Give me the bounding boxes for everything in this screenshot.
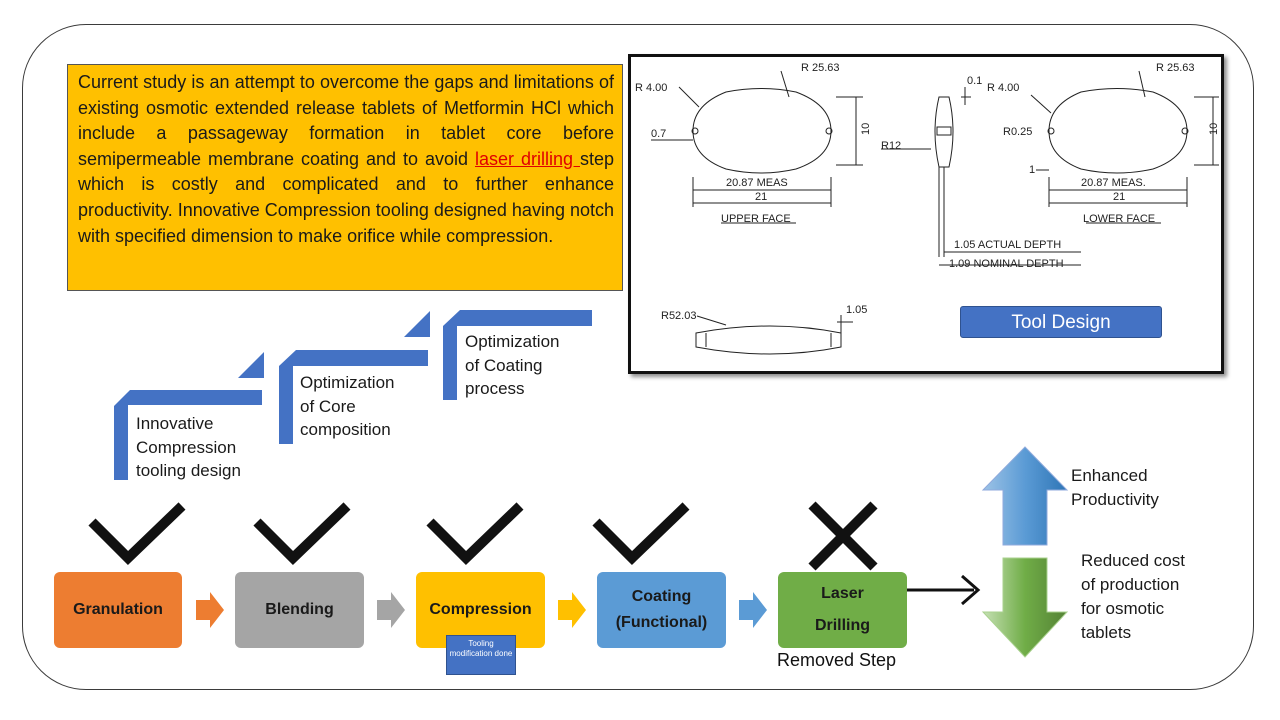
lower-face-view: R 25.63 R 4.00 R0.25 10 1 20.87 MEAS. 21… — [987, 62, 1220, 225]
tooling-modification-note: Tooling modification done — [446, 635, 516, 675]
stair-wedge-1 — [238, 352, 264, 378]
stair-wedge-2 — [404, 311, 430, 337]
intro-text: Current study is an attempt to overcome … — [78, 72, 614, 169]
arrow-right-icon — [377, 592, 405, 628]
lower-r1-label: R 25.63 — [1156, 62, 1195, 74]
lower-meas-label: 20.87 MEAS. — [1081, 177, 1146, 189]
side-radius-label: R12 — [881, 140, 901, 152]
lower-r2-label: R 4.00 — [987, 82, 1019, 94]
reduced-cost-label: Reduced cost of production for osmotic t… — [1081, 551, 1185, 642]
process-step-laser-drilling: Laser Drilling — [778, 572, 907, 648]
check-icon — [88, 502, 186, 566]
process-step-coating: Coating (Functional) — [597, 572, 726, 648]
process-label: Blending — [265, 601, 334, 618]
tool-design-button[interactable]: Tool Design — [960, 306, 1162, 338]
upper-height-label: 10 — [860, 123, 872, 135]
lower-r3-label: R0.25 — [1003, 126, 1032, 138]
upper-notch-label: 0.7 — [651, 128, 666, 140]
lower-height-label: 10 — [1208, 123, 1220, 135]
intro-text-end: step which is costly and complicated and… — [78, 148, 614, 246]
arrow-right-icon — [739, 592, 767, 628]
profile-depth-label: 1.05 — [846, 304, 867, 316]
process-step-blending: Blending — [235, 572, 364, 648]
actual-depth-label: 1.05 ACTUAL DEPTH — [954, 239, 1061, 251]
tool-design-drawing: R 25.63 R 4.00 0.7 10 20.87 MEAS 21 UPPE… — [628, 54, 1224, 374]
process-step-granulation: Granulation — [54, 572, 182, 648]
tool-drawing-svg: R 25.63 R 4.00 0.7 10 20.87 MEAS 21 UPPE… — [635, 62, 1220, 355]
side-tip-label: 0.1 — [967, 75, 982, 87]
enhanced-productivity-label: Enhanced Productivity — [1071, 466, 1159, 509]
study-description-box: Current study is an attempt to overcome … — [67, 64, 623, 291]
stair-3 — [443, 310, 592, 400]
process-label: Coating (Functional) — [615, 588, 708, 631]
stair-label-1: Innovative Compression tooling design — [136, 414, 241, 480]
laser-drilling-highlight: laser drilling — [475, 148, 580, 169]
profile-radius-label: R52.03 — [661, 310, 696, 322]
side-view: 0.1 R12 1.05 ACTUAL DEPTH 1.09 NOMINAL D… — [881, 75, 1081, 270]
upper-face-view: R 25.63 R 4.00 0.7 10 20.87 MEAS 21 UPPE… — [635, 62, 872, 225]
nominal-depth-label: 1.09 NOMINAL DEPTH — [949, 258, 1064, 270]
upper-meas-label: 20.87 MEAS — [726, 177, 788, 189]
lower-one-label: 1 — [1029, 164, 1035, 176]
process-label: Granulation — [73, 601, 163, 618]
arrow-right-icon — [196, 592, 224, 628]
stair-label-3: Optimization of Coating process — [465, 332, 560, 398]
lower-width-label: 21 — [1113, 191, 1125, 203]
stair-1 — [114, 390, 262, 480]
process-label: Laser Drilling — [814, 585, 871, 634]
check-icon — [592, 502, 690, 566]
check-icon — [253, 502, 351, 566]
profile-view: R52.03 1.05 — [661, 304, 867, 355]
down-arrow-icon — [981, 557, 1069, 658]
stair-2 — [279, 350, 428, 444]
check-icon — [426, 502, 524, 566]
up-arrow-icon — [981, 446, 1069, 546]
arrow-right-icon — [961, 574, 981, 606]
removed-step-label: Removed Step — [777, 650, 897, 670]
upper-r1-label: R 25.63 — [801, 62, 840, 74]
upper-r2-label: R 4.00 — [635, 82, 667, 94]
lower-face-label: LOWER FACE — [1083, 213, 1155, 225]
upper-width-label: 21 — [755, 191, 767, 203]
arrow-right-icon — [558, 592, 586, 628]
stair-label-2: Optimization of Core composition — [300, 373, 395, 439]
cross-icon — [808, 501, 878, 571]
process-label: Compression — [429, 601, 532, 618]
upper-face-label: UPPER FACE — [721, 213, 791, 225]
